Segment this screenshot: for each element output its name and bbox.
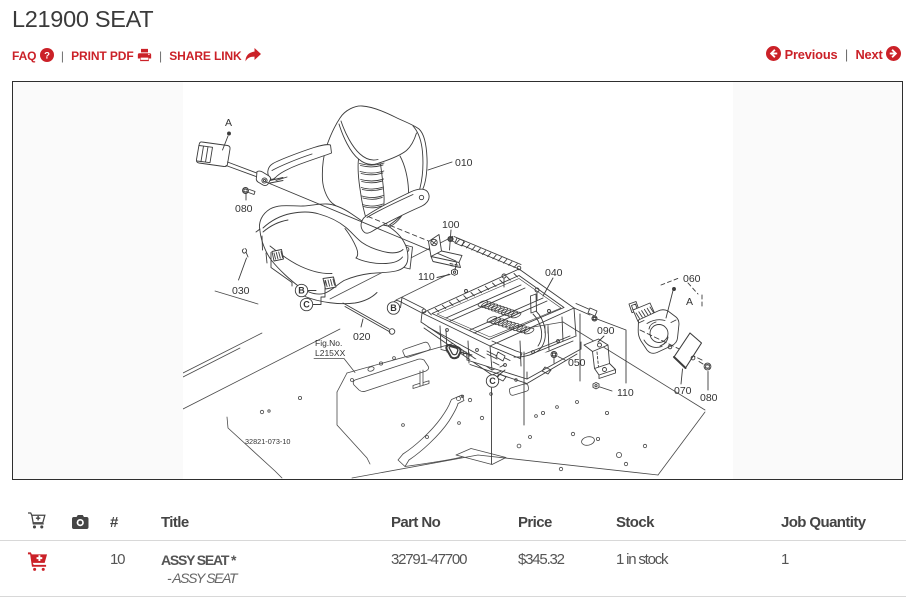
svg-text:030: 030 xyxy=(232,285,250,297)
svg-text:C: C xyxy=(303,300,310,310)
svg-text:C: C xyxy=(489,376,496,386)
svg-text:080: 080 xyxy=(235,203,253,215)
svg-text:B: B xyxy=(390,303,397,313)
svg-text:L215XX: L215XX xyxy=(315,348,346,358)
svg-text:060: 060 xyxy=(683,273,701,285)
svg-text:110: 110 xyxy=(617,387,634,399)
svg-text:Fig.No.: Fig.No. xyxy=(315,338,342,348)
svg-text:100: 100 xyxy=(442,219,460,231)
svg-text:040: 040 xyxy=(545,267,563,279)
svg-text:32821-073-10: 32821-073-10 xyxy=(245,437,290,446)
svg-text:110: 110 xyxy=(418,271,435,283)
svg-text:080: 080 xyxy=(700,392,718,404)
svg-text:?: ? xyxy=(44,51,50,62)
svg-text:B: B xyxy=(298,286,305,296)
svg-text:020: 020 xyxy=(353,331,371,343)
svg-text:010: 010 xyxy=(455,157,473,169)
svg-text:090: 090 xyxy=(597,325,615,337)
svg-text:A: A xyxy=(225,117,232,129)
svg-text:070: 070 xyxy=(674,385,692,397)
svg-text:050: 050 xyxy=(568,357,586,369)
svg-text:A: A xyxy=(686,296,693,308)
